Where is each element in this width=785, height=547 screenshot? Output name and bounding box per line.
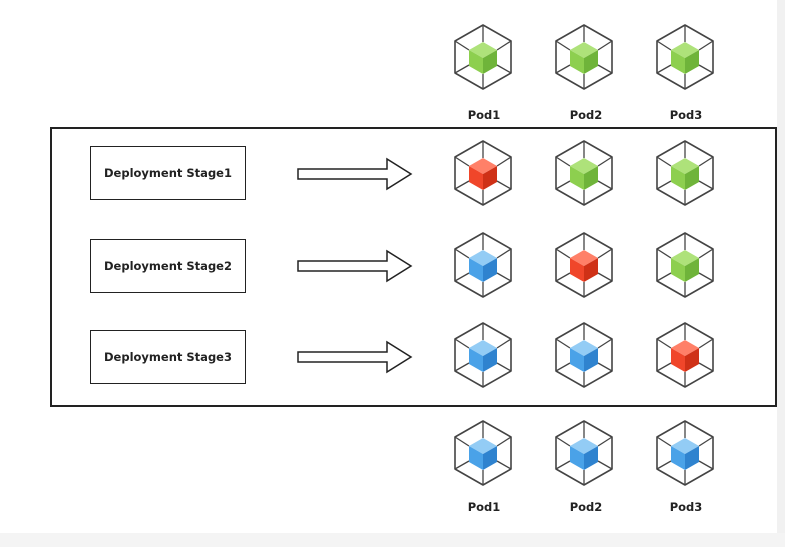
pod-final-1-cube-icon — [454, 420, 512, 486]
pod-stage-1-3-cube-icon — [656, 140, 714, 206]
stage-box-2: Deployment Stage2 — [90, 239, 246, 293]
arrow-icon-stage-1 — [297, 157, 413, 191]
pod-initial-3-cube-icon — [656, 24, 714, 90]
pod-label-bottom-3: Pod3 — [669, 500, 703, 514]
pod-initial-1-cube-icon — [454, 24, 512, 90]
pod-stage-2-1-cube-icon — [454, 232, 512, 298]
stage-label-3: Deployment Stage3 — [104, 350, 232, 364]
pod-stage-2-2-cube-icon — [555, 232, 613, 298]
pod-final-2-cube-icon — [555, 420, 613, 486]
stage-box-1: Deployment Stage1 — [90, 146, 246, 200]
pod-initial-2-cube-icon — [555, 24, 613, 90]
right-edge-strip — [777, 0, 785, 547]
arrow-icon-stage-2 — [297, 249, 413, 283]
deployment-stages-frame — [50, 127, 777, 407]
pod-stage-3-3-cube-icon — [656, 322, 714, 388]
stage-label-2: Deployment Stage2 — [104, 259, 232, 273]
pod-stage-3-1-cube-icon — [454, 322, 512, 388]
stage-label-1: Deployment Stage1 — [104, 166, 232, 180]
pod-label-bottom-2: Pod2 — [569, 500, 603, 514]
pod-label-top-1: Pod1 — [467, 108, 501, 122]
stage-box-3: Deployment Stage3 — [90, 330, 246, 384]
pod-stage-3-2-cube-icon — [555, 322, 613, 388]
pod-stage-2-3-cube-icon — [656, 232, 714, 298]
arrow-icon-stage-3 — [297, 340, 413, 374]
pod-stage-1-1-cube-icon — [454, 140, 512, 206]
pod-label-top-2: Pod2 — [569, 108, 603, 122]
pod-label-bottom-1: Pod1 — [467, 500, 501, 514]
bottom-edge-strip — [0, 533, 785, 547]
pod-stage-1-2-cube-icon — [555, 140, 613, 206]
pod-final-3-cube-icon — [656, 420, 714, 486]
pod-label-top-3: Pod3 — [669, 108, 703, 122]
